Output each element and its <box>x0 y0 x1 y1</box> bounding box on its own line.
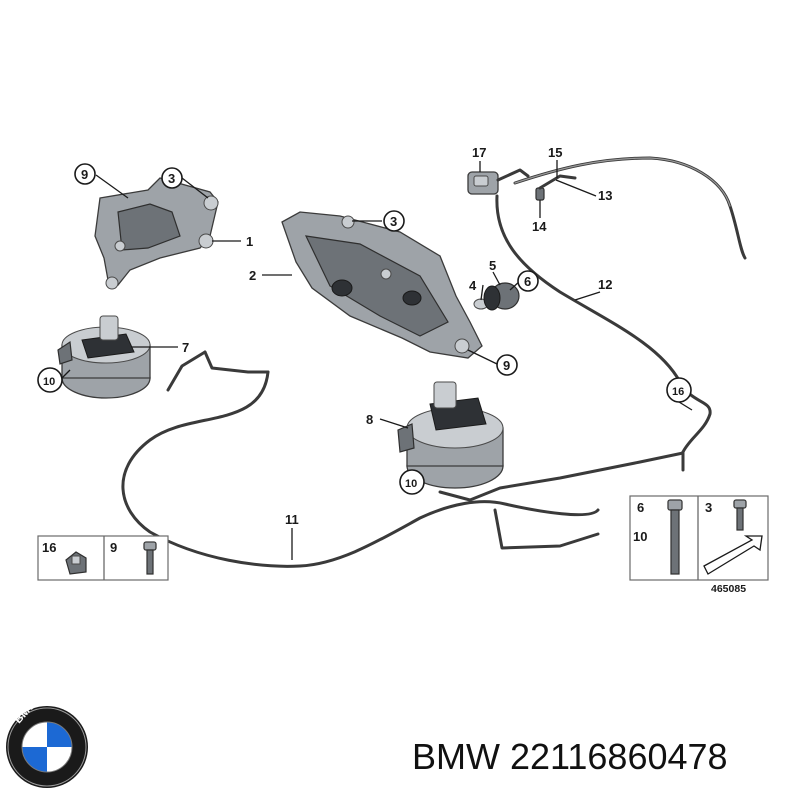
callout-9-bracket: 9 <box>74 163 96 185</box>
bolt-6-10-icon <box>667 499 683 575</box>
vacuum-valve <box>467 168 530 195</box>
svg-text:11: 11 <box>285 512 299 527</box>
svg-text:1: 1 <box>246 234 253 249</box>
engine-mount-left <box>57 315 151 399</box>
svg-text:9: 9 <box>110 540 117 555</box>
callout-3-plate: 3 <box>383 210 405 232</box>
svg-text:465085: 465085 <box>711 583 746 595</box>
callout-17: 17 <box>472 145 486 160</box>
callout-8: 8 <box>366 412 373 427</box>
callout-11: 11 <box>285 512 299 527</box>
svg-text:12: 12 <box>598 277 612 292</box>
callout-3-bracket: 3 <box>161 167 183 189</box>
callout-14: 14 <box>532 219 547 234</box>
svg-text:7: 7 <box>182 340 189 355</box>
svg-text:17: 17 <box>472 145 486 160</box>
svg-text:15: 15 <box>548 145 562 160</box>
svg-text:16: 16 <box>42 540 56 555</box>
clip-16-icon <box>65 551 87 575</box>
callout-9-plate: 9 <box>496 354 518 376</box>
hose-13 <box>513 156 747 260</box>
callout-7: 7 <box>182 340 189 355</box>
svg-text:9: 9 <box>81 167 88 182</box>
svg-text:16: 16 <box>672 386 684 398</box>
svg-text:2: 2 <box>249 268 256 283</box>
bmw-logo: BMW <box>6 704 88 788</box>
svg-text:14: 14 <box>532 219 547 234</box>
engine-mount-right <box>397 381 504 489</box>
svg-text:5: 5 <box>489 258 496 273</box>
bolt-3-icon <box>733 499 747 531</box>
svg-text:10: 10 <box>633 529 647 544</box>
callout-10-left: 10 <box>37 367 63 393</box>
svg-text:4: 4 <box>469 278 477 293</box>
bushing-5 <box>483 282 520 311</box>
hose-12 <box>495 194 712 472</box>
callout-6: 6 <box>517 270 539 292</box>
callout-5: 5 <box>489 258 496 273</box>
callout-15: 15 <box>548 145 562 160</box>
svg-text:10: 10 <box>405 478 417 490</box>
svg-text:3: 3 <box>168 171 175 186</box>
svg-text:9: 9 <box>503 358 510 373</box>
clip-14 <box>535 174 577 201</box>
svg-text:3: 3 <box>390 214 397 229</box>
svg-text:13: 13 <box>598 188 612 203</box>
svg-text:6: 6 <box>524 274 531 289</box>
support-plate <box>281 211 483 359</box>
callout-10-right: 10 <box>399 469 425 495</box>
callout-1: 1 <box>246 234 253 249</box>
legend-box-left: 16 9 <box>37 535 169 581</box>
legend-box-right: 6 10 3 465085 <box>629 495 769 595</box>
hose-11 <box>121 350 685 568</box>
callout-12: 12 <box>598 277 612 292</box>
svg-text:3: 3 <box>705 500 712 515</box>
callout-13: 13 <box>598 188 612 203</box>
bolt-9-icon <box>143 541 157 575</box>
callout-2: 2 <box>249 268 256 283</box>
callout-4: 4 <box>469 278 477 293</box>
svg-text:8: 8 <box>366 412 373 427</box>
svg-text:6: 6 <box>637 500 644 515</box>
engine-bracket <box>94 177 219 290</box>
callout-16: 16 <box>666 377 692 403</box>
part-number-title: BMW 22116860478 <box>412 736 728 777</box>
direction-arrow-icon <box>703 535 763 575</box>
svg-text:10: 10 <box>43 376 55 388</box>
